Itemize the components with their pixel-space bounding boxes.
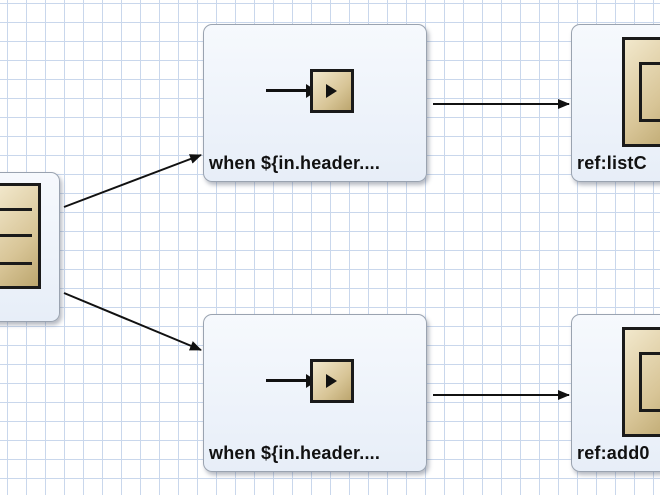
edge-choice-to-when-top[interactable] xyxy=(63,154,202,208)
choice-node[interactable] xyxy=(0,172,60,322)
choice-icon xyxy=(0,183,41,289)
when-node-top[interactable]: when ${in.header.... xyxy=(203,24,427,182)
when-node-top-label: when ${in.header.... xyxy=(209,153,381,173)
when-arrow-icon xyxy=(266,355,358,409)
when-arrow-icon xyxy=(266,65,358,119)
when-node-bottom[interactable]: when ${in.header.... xyxy=(203,314,427,472)
ref-node-top-label: ref:listC xyxy=(577,153,647,173)
endpoint-icon xyxy=(622,37,660,147)
when-node-bottom-label: when ${in.header.... xyxy=(209,443,381,463)
edge-choice-to-when-bottom[interactable] xyxy=(63,292,202,351)
ref-node-bottom[interactable]: ref:add0 xyxy=(571,314,660,472)
endpoint-icon xyxy=(622,327,660,437)
ref-node-bottom-label: ref:add0 xyxy=(577,443,650,463)
ref-node-top[interactable]: ref:listC xyxy=(571,24,660,182)
